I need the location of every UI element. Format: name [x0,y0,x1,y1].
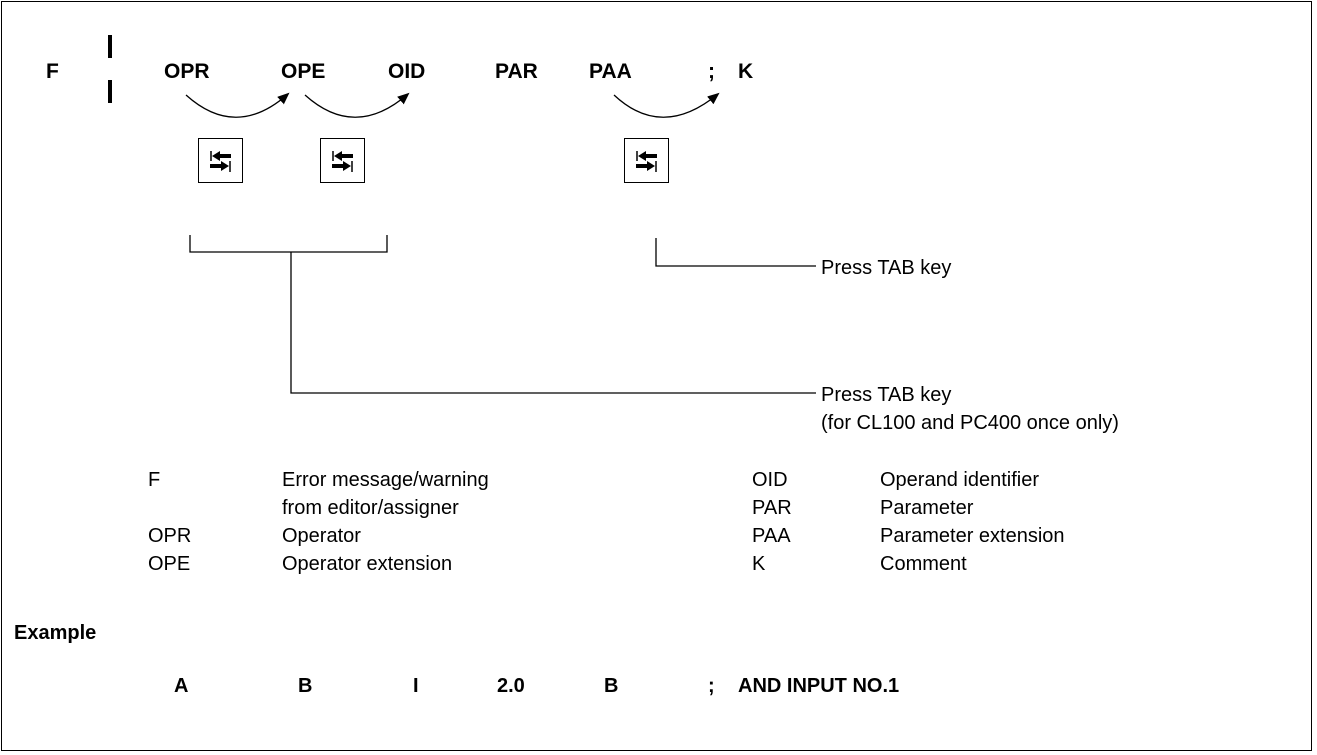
tab-key-icon [198,138,243,183]
leader-paa [655,238,816,267]
legend-code: F [148,469,161,491]
legend-desc: Parameter [880,497,974,519]
token-oid: OID [388,60,426,83]
callout-paa-tab: Press TAB key [821,257,952,279]
tab-key-icon [320,138,365,183]
example-semicolon: ; [708,675,715,697]
example-token: B [604,675,619,697]
arc-opr-ope [185,92,290,118]
tab-key-icon [624,138,669,183]
token-paa: PAA [589,60,632,83]
legend-code: OPE [148,553,191,575]
callout-opr-ope-note: (for CL100 and PC400 once only) [821,412,1119,434]
token-f: F [46,60,59,83]
leader-opr-ope [290,252,816,394]
legend-code: OPR [148,525,192,547]
example-title: Example [14,622,97,644]
legend-desc: Operand identifier [880,469,1039,491]
legend-desc: Operator extension [282,553,453,575]
legend-desc: from editor/assigner [282,497,459,519]
token-ope: OPE [281,60,326,83]
example-token: 2.0 [497,675,525,697]
arc-ope-oid [304,92,410,118]
arc-paa-k [613,92,720,118]
legend-desc: Parameter extension [880,525,1065,547]
legend-code: PAA [752,525,791,547]
legend-desc: Comment [880,553,967,575]
bracket-opr-ope [189,235,388,253]
example-token: B [298,675,313,697]
legend-desc: Operator [282,525,361,547]
token-k: K [738,60,754,83]
token-semicolon: ; [708,60,715,83]
example-comment: AND INPUT NO.1 [738,675,900,697]
legend-code: PAR [752,497,792,519]
callout-opr-ope-tab: Press TAB key [821,384,952,406]
token-par: PAR [495,60,538,83]
legend-code: OID [752,469,788,491]
legend-code: K [752,553,766,575]
example-token: A [174,675,189,697]
example-token: I [413,675,419,697]
legend-desc: Error message/warning [282,469,489,491]
token-opr: OPR [164,60,210,83]
